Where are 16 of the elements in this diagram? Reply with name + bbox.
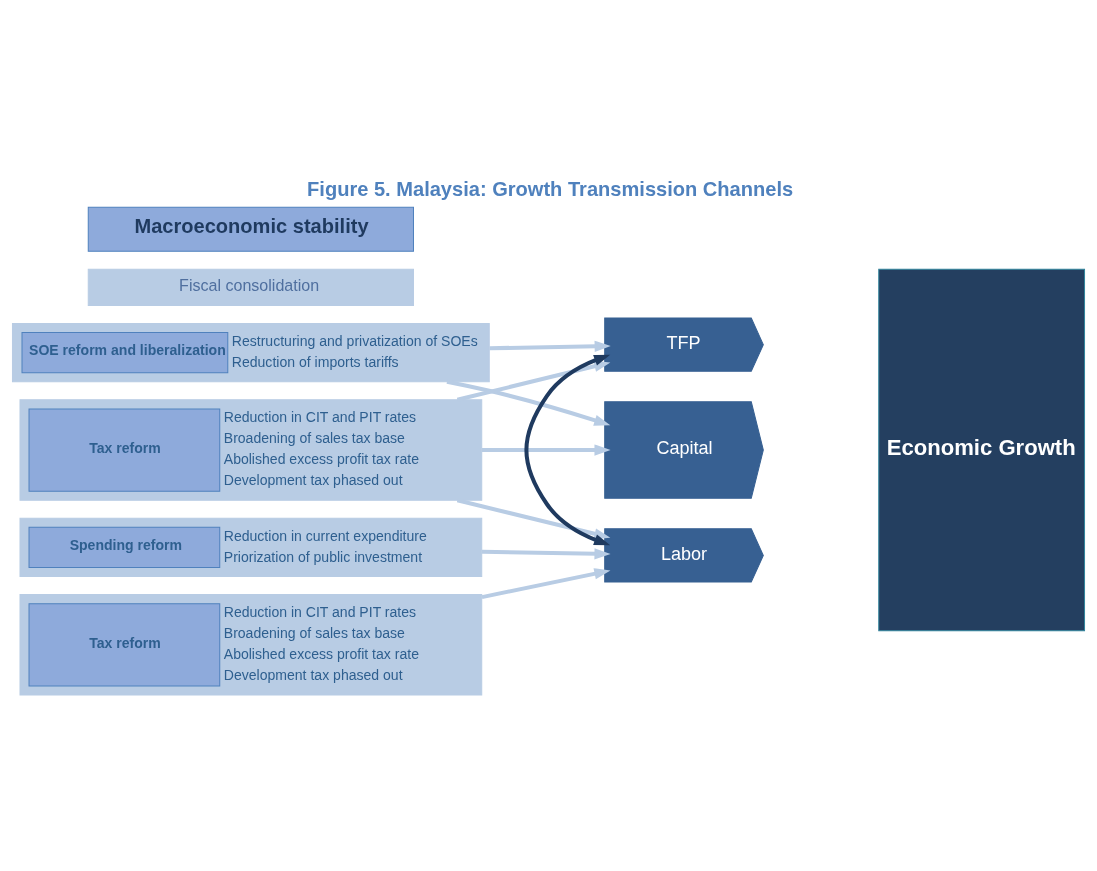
arrow xyxy=(481,567,611,599)
arrow xyxy=(524,354,611,545)
node-box: Tax reform Reduction in CIT and PIT rates Broadening of sales tax base Abolished excess profit tax rate Development tax phased out xyxy=(19,593,483,695)
arrow xyxy=(489,340,611,352)
node-box: Economic Growth xyxy=(878,268,1086,631)
node-box: SOE reform and liberalization Restructuring and privatization of SOEs Reduction of imports tariffs xyxy=(11,322,490,382)
node-box: Spending reform Reduction in current expenditure Priorization of public investment xyxy=(19,517,483,577)
node-box: Tax reform Reduction in CIT and PIT rates Broadening of sales tax base Abolished excess profit tax rate Development tax phased out xyxy=(19,398,483,501)
arrow xyxy=(456,360,611,402)
arrow xyxy=(481,443,611,456)
node-box: Fiscal consolidation xyxy=(87,268,414,306)
diagram-title: Figure 5. Malaysia: Growth Transmission Channels xyxy=(307,177,794,200)
arrow xyxy=(446,379,611,426)
arrow xyxy=(456,497,611,539)
node-box: Macroeconomic stability xyxy=(87,206,414,252)
arrow xyxy=(481,547,611,559)
